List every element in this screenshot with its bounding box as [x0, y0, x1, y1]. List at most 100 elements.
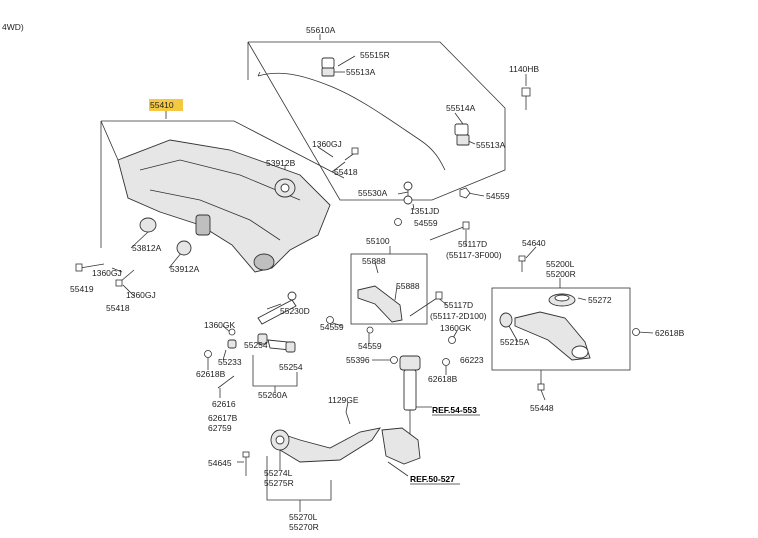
label-55270L: 55270L	[289, 512, 318, 522]
bolt-62616	[217, 375, 235, 389]
label-55275R: 55275R	[264, 478, 294, 488]
label-55274L: 55274L	[264, 468, 293, 478]
label-55100: 55100	[366, 236, 390, 246]
label-55260A: 55260A	[258, 390, 288, 400]
label-55514A: 55514A	[446, 103, 476, 113]
label-1360GK-right: 1360GK	[440, 323, 472, 333]
spring-pad-55272	[548, 293, 576, 307]
bushing-55274L	[270, 429, 290, 451]
label-62759: 62759	[208, 423, 232, 433]
label-54559-arm-lower: 54559	[358, 341, 382, 351]
nut-54559-arm	[326, 316, 334, 324]
bolt-55418-lower	[115, 269, 135, 287]
label-55396: 55396	[346, 355, 370, 365]
label-53912A: 53912A	[170, 264, 200, 274]
assist-arm-55230D	[257, 291, 297, 325]
label-55230D: 55230D	[280, 306, 310, 316]
stabilizer-bushing-55514A	[454, 123, 469, 136]
label-55272: 55272	[588, 295, 612, 305]
washer-55396	[390, 356, 398, 364]
label-62618B-left: 62618B	[196, 369, 226, 379]
label-54645: 54645	[208, 458, 232, 468]
nut-54559-lower	[394, 218, 402, 226]
washer-66223	[448, 336, 456, 344]
bushing-53812A	[139, 217, 157, 233]
nut-54559-link	[459, 187, 471, 199]
label-54559-arm: 54559	[320, 322, 344, 332]
label-55215A: 55215A	[500, 337, 530, 347]
stabilizer-link-55530A	[403, 181, 413, 205]
label-55270R: 55270R	[289, 522, 319, 532]
label-62618B-mid: 62618B	[428, 374, 458, 384]
lower-arm-55200	[514, 311, 591, 361]
stabilizer-bracket-55513A-left	[321, 67, 335, 77]
part-labels: 55410 55610A 55515R 55513A 1140HB 55514A…	[70, 25, 685, 532]
label-ref-54-553: REF.54-553	[432, 405, 477, 415]
label-55200L: 55200L	[546, 259, 575, 269]
label-54640: 54640	[522, 238, 546, 248]
leader-lines	[100, 34, 654, 512]
trailing-arm-55270	[275, 427, 381, 463]
bushing-55215A	[499, 312, 513, 328]
label-55117D-upper: 55117D	[458, 239, 487, 249]
label-55513A-right: 55513A	[476, 140, 506, 150]
label-1351JD: 1351JD	[410, 206, 439, 216]
label-55254-upper: 55254	[244, 340, 268, 350]
bolt-55419	[75, 263, 105, 272]
bolt-1140HB	[521, 87, 531, 110]
bolt-54640	[518, 255, 526, 272]
label-55610A: 55610A	[306, 25, 336, 35]
header-text: 4WD)	[2, 22, 24, 32]
label-55200R: 55200R	[546, 269, 576, 279]
label-55117D-upper-pn: (55117-3F000)	[446, 250, 502, 260]
nut-62618B-right	[632, 328, 640, 336]
label-62616: 62616	[212, 399, 236, 409]
control-arm-55100	[357, 285, 403, 323]
label-55254-lower: 55254	[279, 362, 303, 372]
nut-62618B-mid	[442, 358, 450, 366]
highlight-55410	[149, 99, 183, 111]
label-55448: 55448	[530, 403, 554, 413]
label-53912B: 53912B	[266, 158, 296, 168]
bolt-55117D-lower	[409, 291, 443, 317]
nut-62618B-left	[204, 350, 212, 358]
label-54559-lower: 54559	[414, 218, 438, 228]
label-55117D-lower: 55117D	[444, 300, 473, 310]
bolt-1129GE	[345, 411, 351, 425]
stabilizer-bracket-55513A-right	[456, 134, 470, 146]
nut-1360GK-left	[228, 328, 236, 336]
label-1129GE: 1129GE	[328, 395, 359, 405]
label-55888-lower: 55888	[396, 281, 420, 291]
nut-54559-arm-lower	[366, 326, 374, 334]
label-62617B: 62617B	[208, 413, 238, 423]
bolt-55418-upper	[344, 147, 359, 161]
bolt-55448	[537, 370, 545, 391]
bushing-53912B	[274, 178, 296, 198]
label-1140HB: 1140HB	[509, 64, 539, 74]
label-1360GJ-left: 1360GJ	[92, 268, 122, 278]
bushing-55233	[227, 339, 237, 349]
label-54559-link: 54559	[486, 191, 510, 201]
bushing-53912A	[176, 240, 192, 256]
label-55888-upper: 55888	[362, 256, 386, 266]
shock-absorber	[399, 355, 421, 440]
label-55410: 55410	[150, 100, 174, 110]
label-53812A: 53812A	[132, 243, 162, 253]
label-1360GK-left: 1360GK	[204, 320, 236, 330]
stabilizer-bar	[257, 71, 446, 171]
label-55515R: 55515R	[360, 50, 390, 60]
bolt-55117D-upper	[429, 221, 470, 241]
label-55117D-lower-pn: (55117-2D100)	[430, 311, 487, 321]
label-ref-50-527: REF.50-527	[410, 474, 455, 484]
knuckle	[381, 427, 421, 465]
label-55418-lower: 55418	[106, 303, 130, 313]
label-1360GJ-top: 1360GJ	[312, 139, 342, 149]
bolt-54645	[242, 451, 250, 476]
label-55418-top: 55418	[334, 167, 358, 177]
stabilizer-bushing-55515R	[321, 57, 335, 69]
label-62618B-right: 62618B	[655, 328, 685, 338]
assist-arm-55260A	[257, 333, 296, 353]
label-55419: 55419	[70, 284, 94, 294]
label-55513A-left: 55513A	[346, 67, 376, 77]
